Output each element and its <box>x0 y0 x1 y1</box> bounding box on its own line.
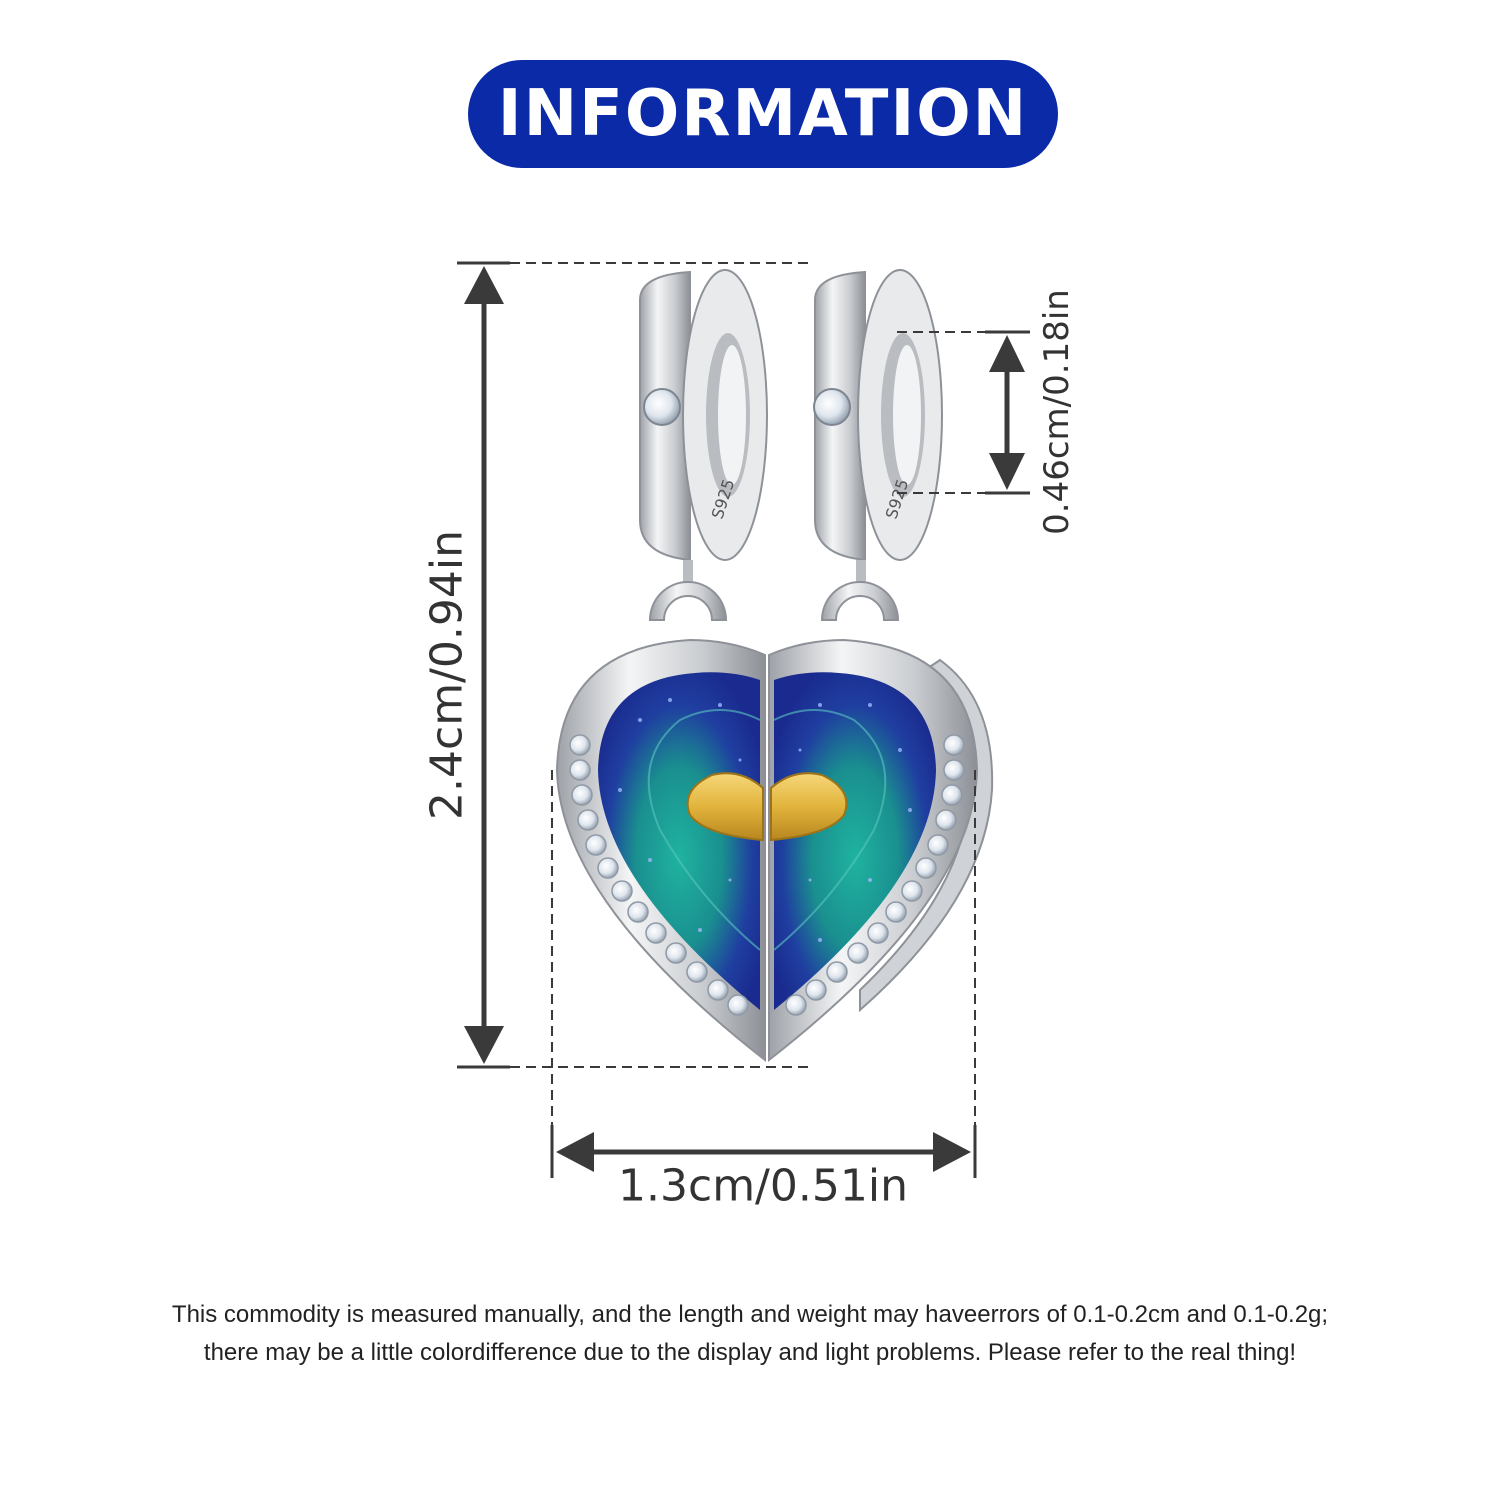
width-arrow-left <box>556 1132 594 1172</box>
left-gem-row <box>569 734 749 1016</box>
banner-title: INFORMATION <box>497 77 1029 151</box>
width-arrow-right <box>933 1132 971 1172</box>
disclaimer-line-1: This commodity is measured manually, and… <box>171 1301 1329 1328</box>
hole-arrow-bottom <box>989 453 1025 490</box>
measurement-disclaimer: This commodity is measured manually, and… <box>0 1296 1500 1372</box>
right-bead-gem <box>813 388 851 426</box>
height-arrow-top <box>464 266 504 304</box>
left-bead-gem <box>643 388 681 426</box>
right-bail-bead: S925 <box>813 269 943 621</box>
right-gold-heart <box>770 772 848 842</box>
hole-dimension-label: 0.46cm/0.18in <box>1037 289 1077 535</box>
dimension-guides <box>457 261 1030 1178</box>
information-banner: INFORMATION <box>468 60 1058 168</box>
left-enamel <box>598 672 760 1010</box>
hole-arrow-top <box>989 335 1025 372</box>
disclaimer-line-2: there may be a little colordifference du… <box>203 1339 1297 1366</box>
right-gem-row <box>785 734 965 1016</box>
left-gold-heart <box>686 772 764 842</box>
left-bail-bead: S925 <box>639 269 768 621</box>
heart-pendant <box>555 638 994 1063</box>
width-dimension-label: 1.3cm/0.51in <box>618 1160 908 1212</box>
height-arrow-bottom <box>464 1026 504 1064</box>
dimension-arrowheads <box>464 266 1025 1172</box>
right-enamel <box>774 672 936 1010</box>
height-dimension-label: 2.4cm/0.94in <box>421 530 473 820</box>
